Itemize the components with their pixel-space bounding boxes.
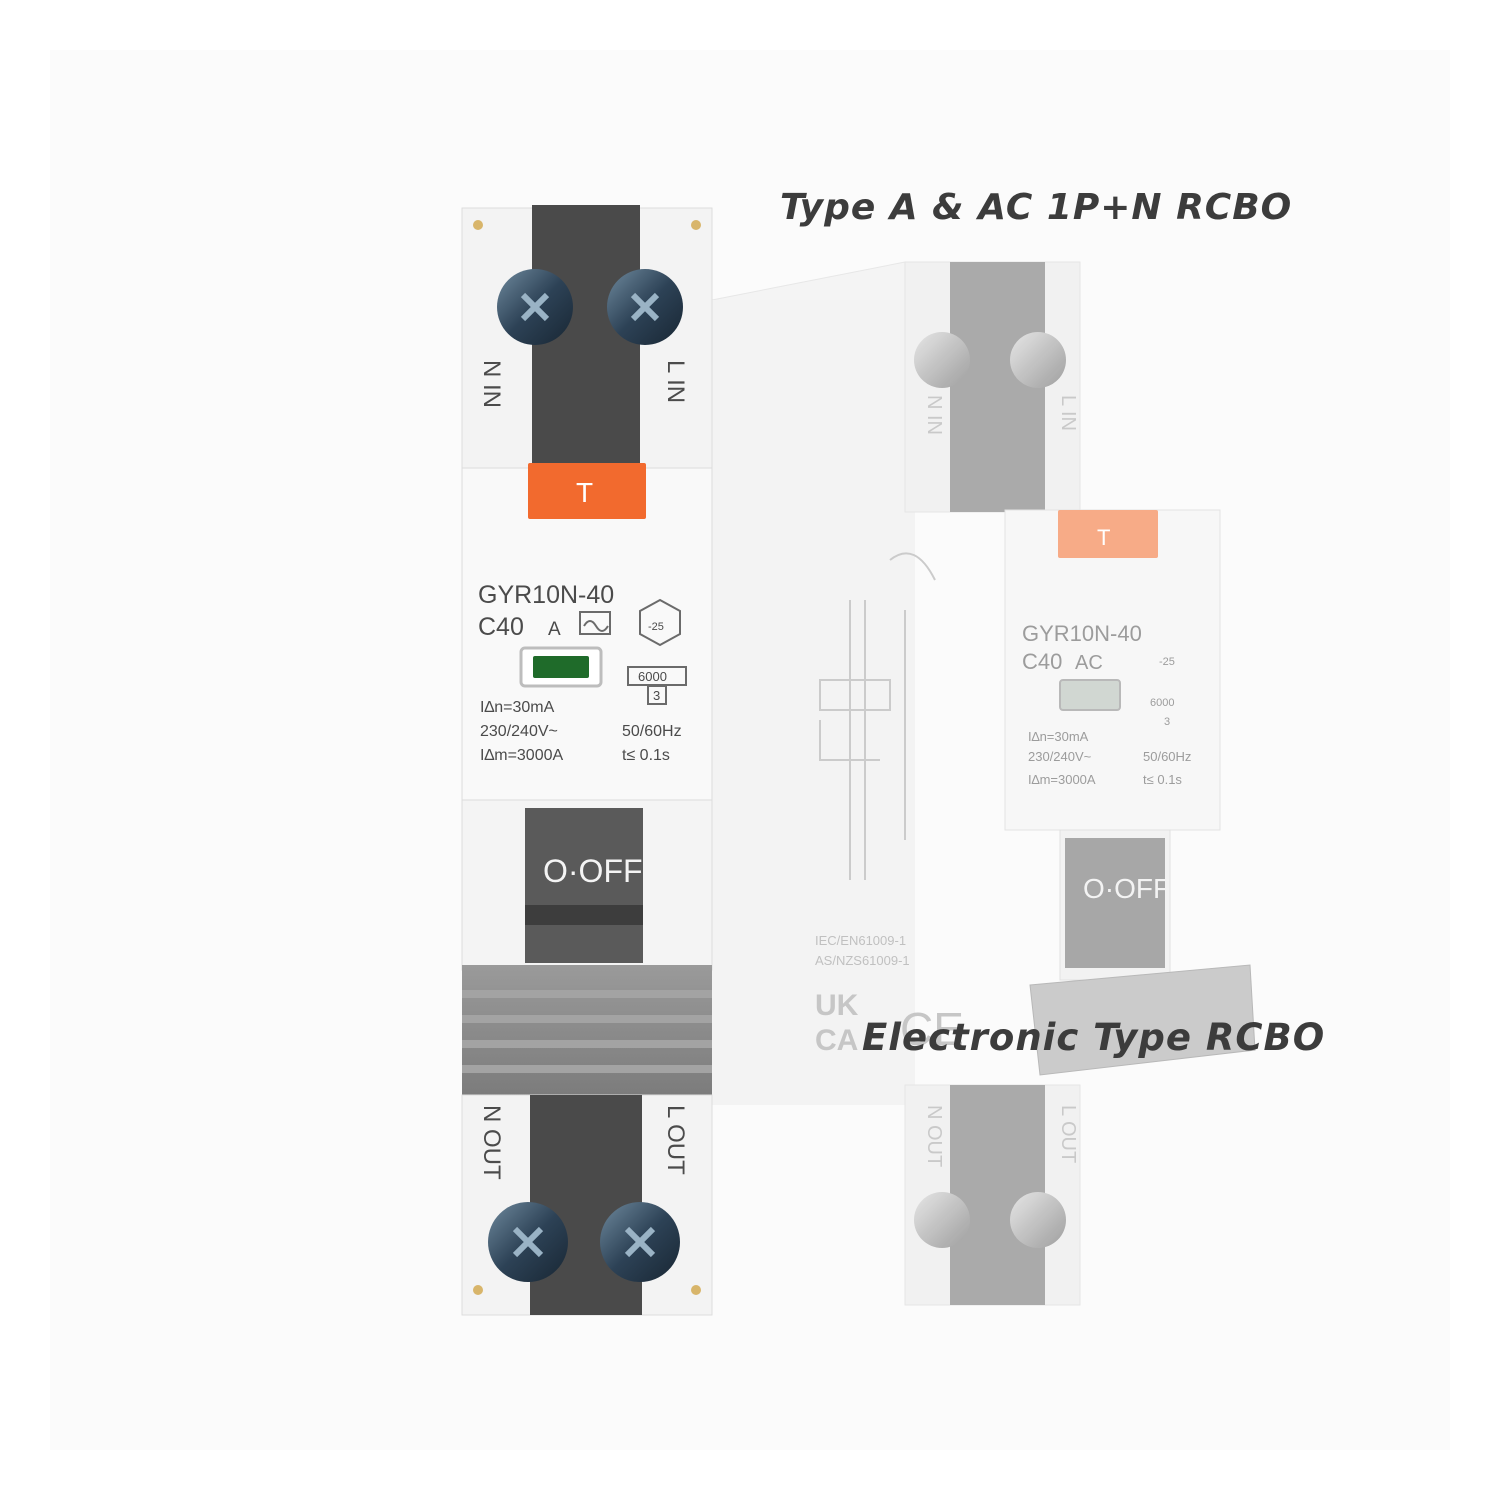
rear-making-label: I∆m=3000A: [1028, 772, 1096, 787]
status-indicator: [533, 656, 589, 678]
front-voltage-label: 230/240V~: [480, 723, 558, 740]
front-terminal-l-in: L IN: [662, 360, 689, 403]
front-rating-label: C40: [478, 613, 524, 641]
rear-standard-2: AS/NZS61009-1: [815, 953, 910, 968]
front-temp-label: -25: [648, 621, 664, 633]
rear-energy-label: 3: [1164, 716, 1170, 728]
rear-handle-label: O·OFF: [1083, 873, 1170, 904]
temp-class-icon: [639, 598, 681, 647]
rear-terminal-l-out: L OUT: [1057, 1105, 1079, 1163]
rear-temp-label: -25: [1159, 656, 1175, 668]
rear-terminal-n-in: N IN: [923, 395, 945, 435]
screw-icon: [488, 1202, 568, 1282]
front-energy-label: 3: [653, 688, 660, 703]
rear-standard-1: IEC/EN61009-1: [815, 933, 906, 948]
rear-trip-label: t≤ 0.1s: [1143, 772, 1182, 787]
front-capacity-label: 6000: [638, 669, 667, 684]
ukca-mark-top: UK: [815, 989, 859, 1022]
rear-model-label: GYR10N-40: [1022, 621, 1142, 646]
rear-terminal-l-in: L IN: [1057, 395, 1079, 431]
screw-icon: [607, 269, 683, 345]
rear-terminal-n-out: N OUT: [923, 1105, 945, 1167]
front-test-button-label: T: [576, 477, 593, 508]
front-terminal-n-in: N IN: [478, 360, 505, 408]
ukca-mark-bottom: CA: [815, 1024, 858, 1057]
front-breaker: [461, 205, 713, 1316]
front-type-label: A: [548, 619, 561, 640]
rear-capacity-label: 6000: [1150, 697, 1174, 709]
front-trip-label: t≤ 0.1s: [622, 747, 670, 764]
front-terminal-l-out: L OUT: [662, 1105, 689, 1175]
rear-rating-label: C40: [1022, 649, 1062, 674]
ce-mark: CE: [900, 1003, 964, 1055]
rear-residual-label: I∆n=30mA: [1028, 729, 1089, 744]
front-residual-label: I∆n=30mA: [480, 699, 555, 716]
waveform-icon: [579, 611, 611, 635]
heading-bottom: Electronic Type RCBO: [862, 1016, 1326, 1059]
heading-top: Type A & AC 1P+N RCBO: [780, 187, 1293, 228]
screw-icon: [497, 269, 573, 345]
front-frequency-label: 50/60Hz: [622, 723, 682, 740]
rear-type-label: AC: [1075, 652, 1103, 674]
front-terminal-n-out: N OUT: [478, 1105, 505, 1180]
rear-breaker: [700, 261, 1256, 1306]
front-making-label: I∆m=3000A: [480, 747, 564, 764]
front-handle-label: O·OFF: [543, 853, 643, 889]
front-model-label: GYR10N-40: [478, 581, 614, 609]
test-button: [528, 463, 646, 519]
rear-voltage-label: 230/240V~: [1028, 749, 1092, 764]
circuit-diagram: [819, 552, 936, 880]
rear-test-button-label: T: [1097, 525, 1110, 550]
screw-icon: [600, 1202, 680, 1282]
rear-frequency-label: 50/60Hz: [1143, 749, 1191, 764]
